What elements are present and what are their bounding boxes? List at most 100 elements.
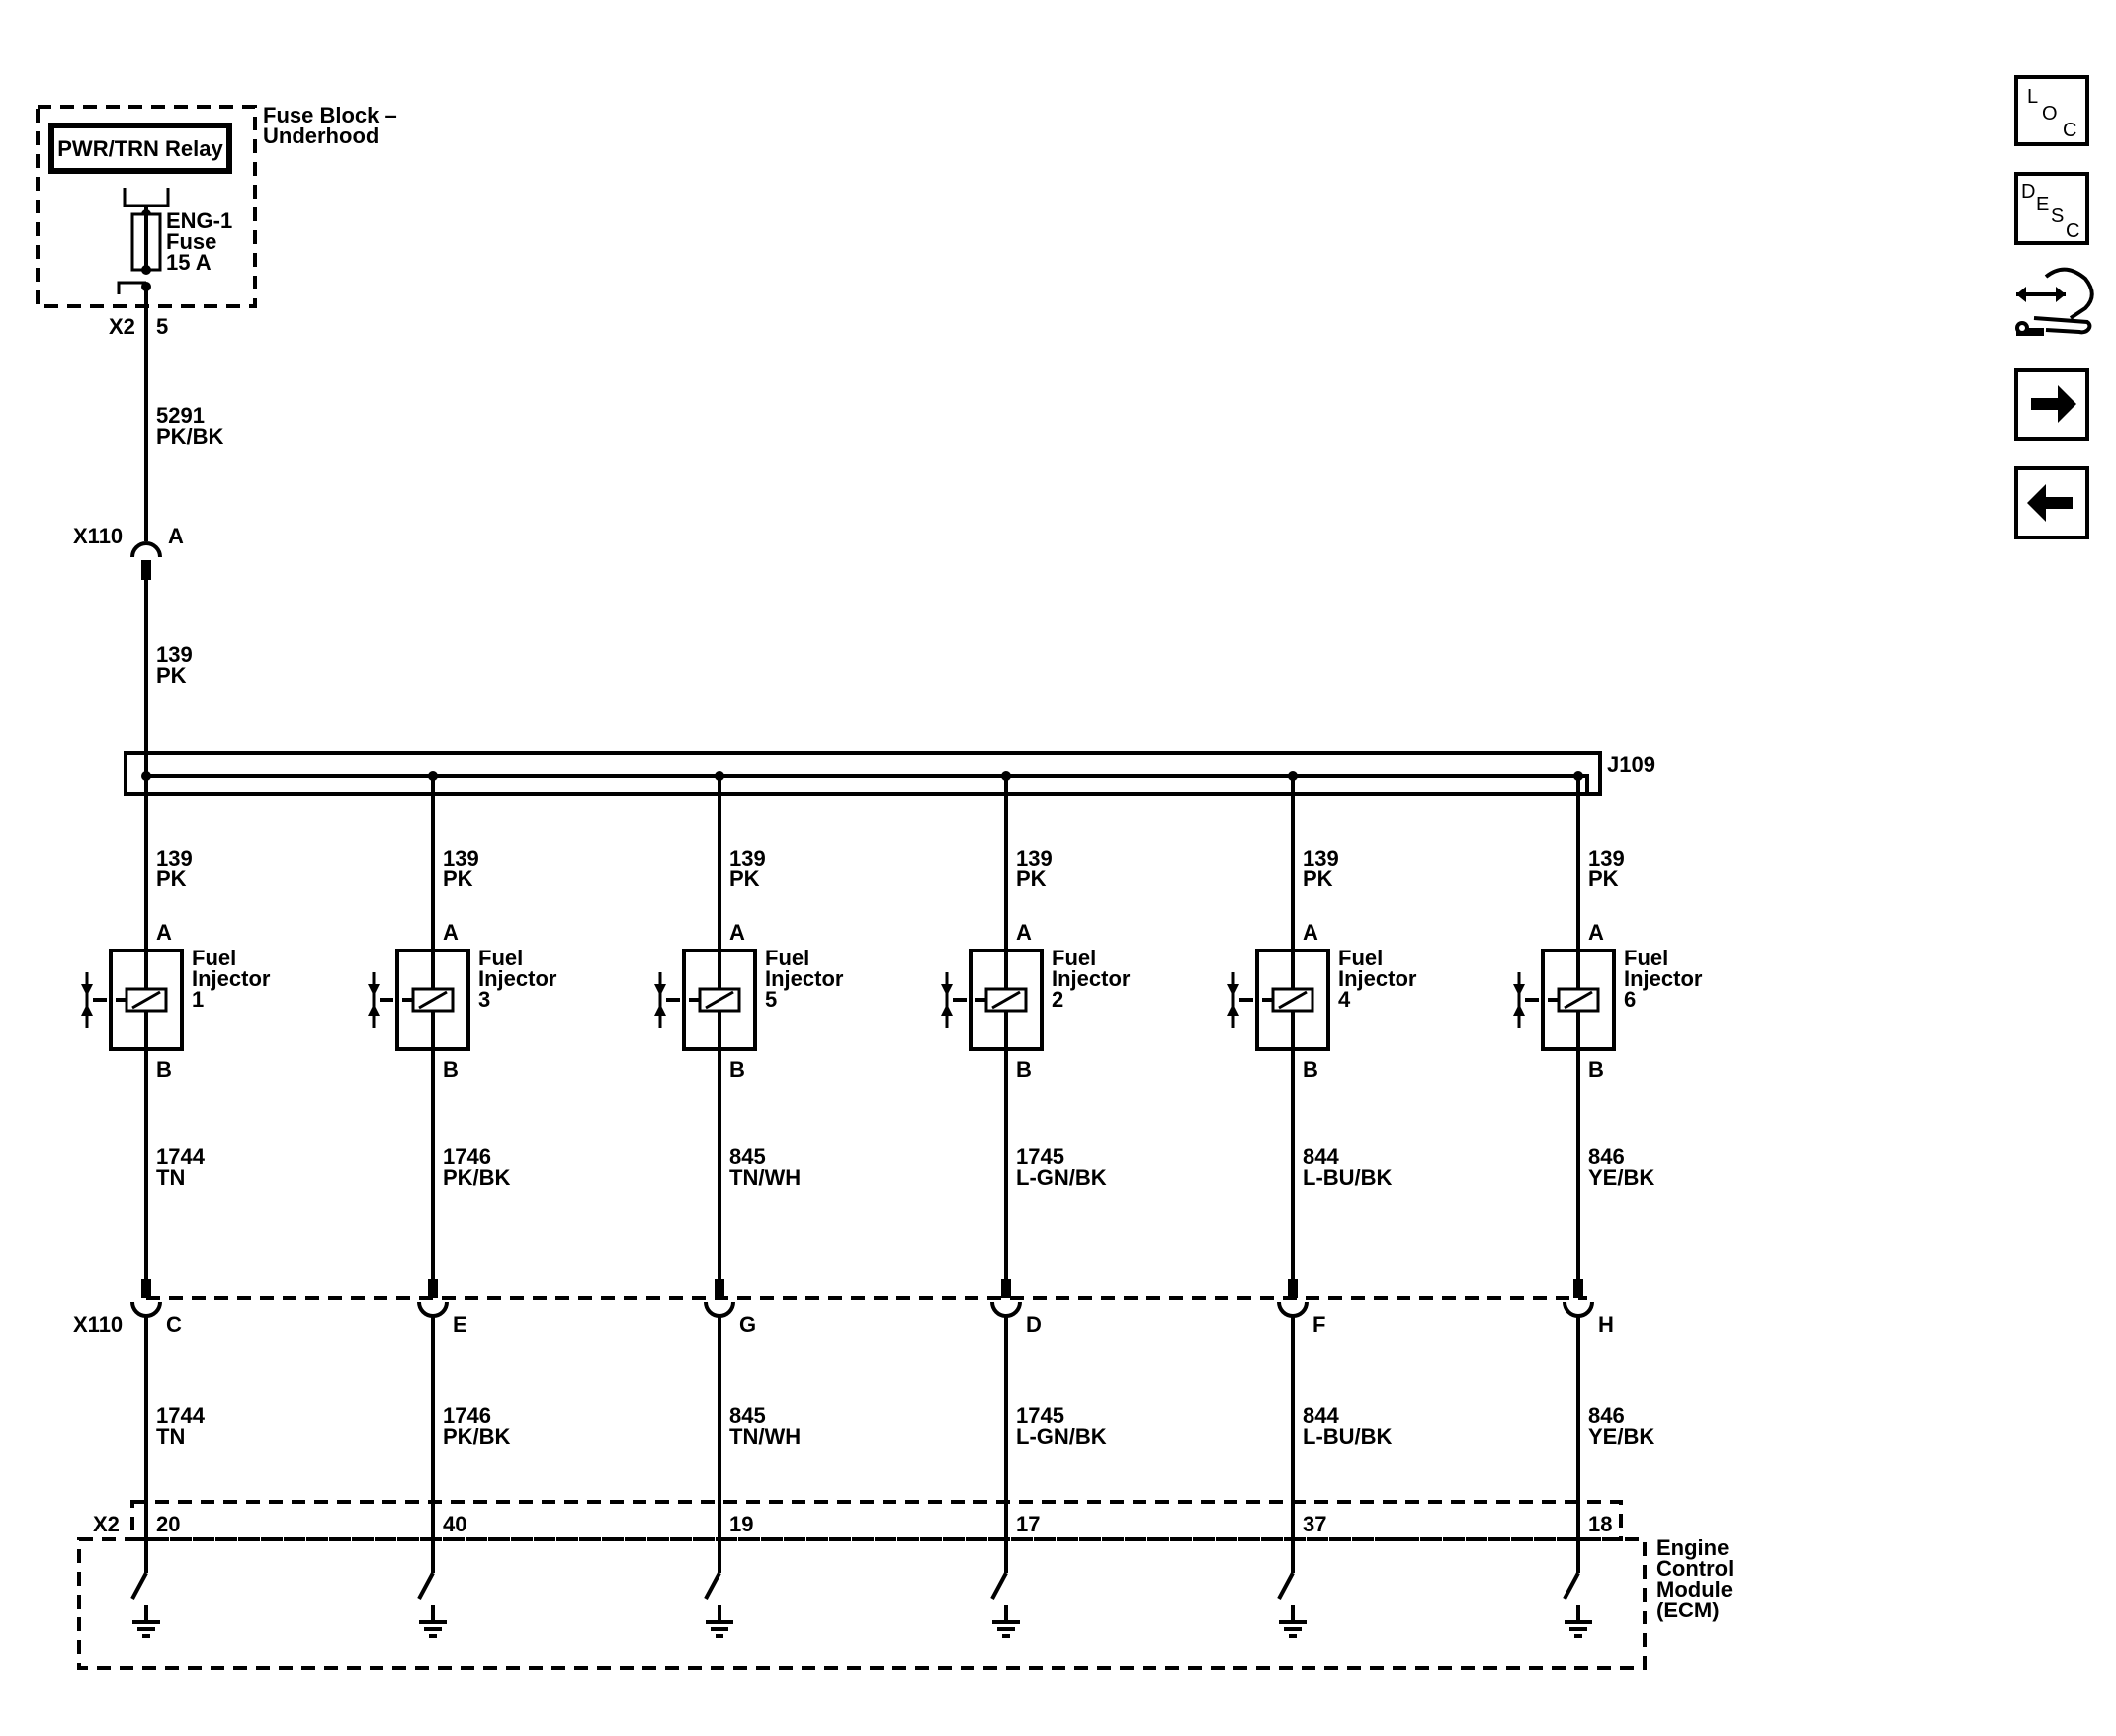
- supply-color: PK: [443, 867, 473, 891]
- injector-label-line2: Injector: [765, 966, 844, 991]
- splice-pack-outline: [124, 751, 1602, 796]
- relay-contact-icon: [123, 188, 170, 207]
- x110-cavity: [704, 1301, 735, 1318]
- control-color-upper: TN: [156, 1165, 185, 1190]
- nav-loc-button[interactable]: L O C: [2014, 75, 2089, 146]
- injector-number: 4: [1338, 987, 1351, 1012]
- x110-cavity: [1277, 1301, 1309, 1318]
- loc-letter-c: C: [2063, 120, 2076, 141]
- injector-column-3: 139PKAFuelInjector3B1746PK/BKE1746PK/BK4…: [368, 771, 557, 1638]
- control-circuit-lower: 1744: [156, 1403, 206, 1428]
- control-color-lower: TN: [156, 1424, 185, 1448]
- x110-cavity: [417, 1301, 449, 1318]
- hand-wrench-icon[interactable]: [2015, 267, 2094, 336]
- desc-letter-s: S: [2051, 206, 2064, 227]
- control-color-lower: TN/WH: [729, 1424, 801, 1448]
- injector-number: 3: [478, 987, 490, 1012]
- control-color-upper: L-BU/BK: [1303, 1165, 1393, 1190]
- x110-connector-top: X110 A: [73, 524, 184, 580]
- control-color-upper: TN/WH: [729, 1165, 801, 1190]
- injector-number: 2: [1052, 987, 1063, 1012]
- arrow-right-icon: [2031, 385, 2076, 423]
- injector-pin-a: A: [1303, 920, 1318, 945]
- x110-pin: D: [1026, 1312, 1042, 1337]
- fuse-rating: 15 A: [166, 250, 212, 275]
- x110-label-top: X110: [73, 524, 123, 548]
- supply-circuit: 139: [156, 846, 193, 870]
- ecm-driver-switch-icon: [704, 1572, 721, 1600]
- feed-wire-circuit: 5291: [156, 403, 205, 428]
- ecm-outline: [77, 1537, 1647, 1670]
- injector-label-line2: Injector: [192, 966, 271, 991]
- x110-pin: F: [1312, 1312, 1325, 1337]
- ecm-pin: 17: [1016, 1512, 1040, 1536]
- injector-pin-b: B: [156, 1057, 172, 1082]
- x2-connector-label: X2: [109, 314, 135, 339]
- x110-pin: C: [166, 1312, 182, 1337]
- injector-label-line1: Fuel: [765, 946, 809, 970]
- fuse-name-line1: ENG-1: [166, 208, 232, 233]
- x2-pin-5: 5: [156, 314, 168, 339]
- supply-color: PK: [1303, 867, 1333, 891]
- pwr-trn-relay-label: PWR/TRN Relay: [57, 136, 223, 161]
- control-circuit-upper: 844: [1303, 1144, 1339, 1169]
- ecm-label-line4: (ECM): [1656, 1598, 1720, 1622]
- injector-pin-b: B: [1303, 1057, 1318, 1082]
- nav-previous-button[interactable]: [2014, 466, 2089, 539]
- injector-pin-b: B: [1016, 1057, 1032, 1082]
- ecm-pin: 37: [1303, 1512, 1326, 1536]
- splice-bus: [146, 774, 1589, 794]
- x110-cavity: [1563, 1301, 1594, 1318]
- control-circuit-upper: 1745: [1016, 1144, 1064, 1169]
- nav-desc-button[interactable]: D E S C: [2014, 172, 2089, 245]
- supply-circuit: 139: [1016, 846, 1053, 870]
- desc-letter-e: E: [2036, 194, 2049, 215]
- injector-label-line1: Fuel: [1338, 946, 1383, 970]
- injector-number: 6: [1624, 987, 1636, 1012]
- ecm-driver-switch-icon: [990, 1572, 1008, 1600]
- ecm-label-line3: Module: [1656, 1577, 1733, 1602]
- desc-letter-d: D: [2021, 181, 2035, 203]
- injector-pin-a: A: [729, 920, 745, 945]
- wire-139-circuit: 139: [156, 642, 193, 667]
- supply-color: PK: [729, 867, 760, 891]
- x110-label-bottom: X110: [73, 1312, 123, 1337]
- injector-pin-a: A: [156, 920, 172, 945]
- ecm-label-line1: Engine: [1656, 1535, 1729, 1560]
- desc-letter-c: C: [2066, 220, 2079, 242]
- control-color-lower: L-BU/BK: [1303, 1424, 1393, 1448]
- control-circuit-upper: 1746: [443, 1144, 491, 1169]
- ecm-pin: 40: [443, 1512, 466, 1536]
- pwr-trn-relay-box: [48, 123, 232, 174]
- control-circuit-lower: 844: [1303, 1403, 1339, 1428]
- feed-wire-color: PK/BK: [156, 424, 224, 449]
- injector-label-line1: Fuel: [478, 946, 523, 970]
- ecm-pin: 18: [1588, 1512, 1612, 1536]
- control-color-upper: L-GN/BK: [1016, 1165, 1107, 1190]
- control-circuit-upper: 845: [729, 1144, 766, 1169]
- injector-label-line2: Injector: [1338, 966, 1417, 991]
- control-color-upper: YE/BK: [1588, 1165, 1654, 1190]
- control-circuit-lower: 845: [729, 1403, 766, 1428]
- x110-cavity: [130, 1301, 162, 1318]
- supply-circuit: 139: [729, 846, 766, 870]
- control-circuit-upper: 846: [1588, 1144, 1625, 1169]
- control-circuit-lower: 1746: [443, 1403, 491, 1428]
- injector-columns: 139PKAFuelInjector1B1744TNC1744TN20139PK…: [81, 771, 1703, 1638]
- injector-label-line2: Injector: [478, 966, 557, 991]
- injector-pin-a: A: [443, 920, 459, 945]
- nav-service-button[interactable]: [2015, 267, 2094, 336]
- nav-next-button[interactable]: [2014, 368, 2089, 441]
- supply-circuit: 139: [1303, 846, 1339, 870]
- injector-number: 1: [192, 987, 204, 1012]
- injector-label-line2: Injector: [1624, 966, 1703, 991]
- injector-pin-a: A: [1016, 920, 1032, 945]
- injector-pin-b: B: [443, 1057, 459, 1082]
- injector-column-2: 139PKAFuelInjector2B1745L-GN/BKD1745L-GN…: [941, 771, 1131, 1638]
- injector-label-line2: Injector: [1052, 966, 1131, 991]
- ecm-driver-switch-icon: [1277, 1572, 1295, 1600]
